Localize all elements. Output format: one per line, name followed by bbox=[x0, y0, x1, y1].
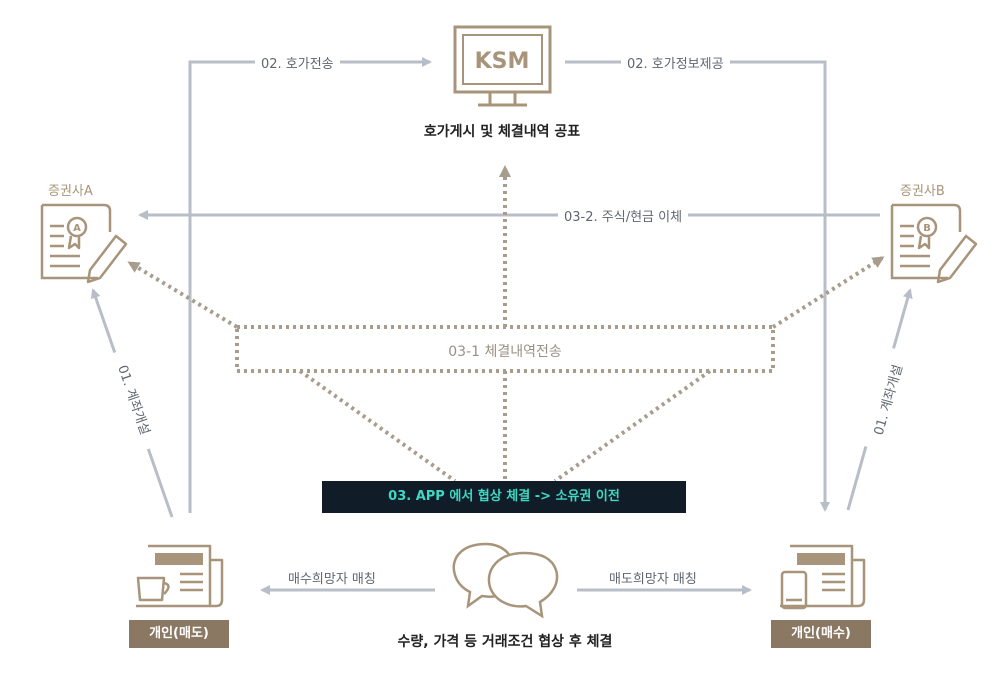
quote-info-line bbox=[565, 60, 830, 512]
seller-badge: 개인(매도) bbox=[129, 620, 229, 648]
broker-a-name: 증권사A bbox=[48, 184, 93, 199]
exec-send-label: 03-1 체결내역전송 bbox=[448, 344, 562, 360]
execution-banner: 03. APP 에서 협상 체결 -> 소유권 이전 bbox=[322, 481, 686, 513]
seller-match-label: 매도희망자 매칭 bbox=[603, 568, 703, 587]
transfer-label: 03-2. 주식/현금 이체 bbox=[558, 206, 689, 225]
certificate-a-icon bbox=[40, 203, 128, 284]
buyer-match-label: 매수희망자 매칭 bbox=[282, 568, 382, 587]
ksm-monitor-icon bbox=[453, 25, 552, 107]
dotted-left-diag bbox=[298, 369, 457, 483]
broker-b-name: 증권사B bbox=[900, 184, 945, 199]
quote-send-label: 02. 호가전송 bbox=[255, 53, 340, 72]
newspaper-phone-icon bbox=[780, 544, 866, 610]
quote-send-line bbox=[188, 57, 432, 513]
chat-bubbles-icon bbox=[452, 542, 559, 619]
newspaper-coffee-icon bbox=[136, 544, 224, 608]
certificate-a-letter: A bbox=[73, 223, 81, 234]
ksm-monitor-text: KSM bbox=[475, 49, 530, 74]
certificate-b-letter: B bbox=[923, 223, 931, 234]
dotted-to-broker-a bbox=[127, 261, 239, 329]
buyer-badge: 개인(매수) bbox=[771, 620, 871, 648]
ksm-caption: 호가게시 및 체결내역 공표 bbox=[423, 124, 581, 140]
negotiation-caption: 수량, 가격 등 거래조건 협상 후 체결 bbox=[397, 634, 613, 650]
dotted-right-diag bbox=[553, 369, 712, 483]
certificate-b-icon bbox=[890, 203, 978, 284]
quote-info-label: 02. 호가정보제공 bbox=[621, 53, 730, 72]
dotted-to-broker-b bbox=[771, 256, 885, 329]
